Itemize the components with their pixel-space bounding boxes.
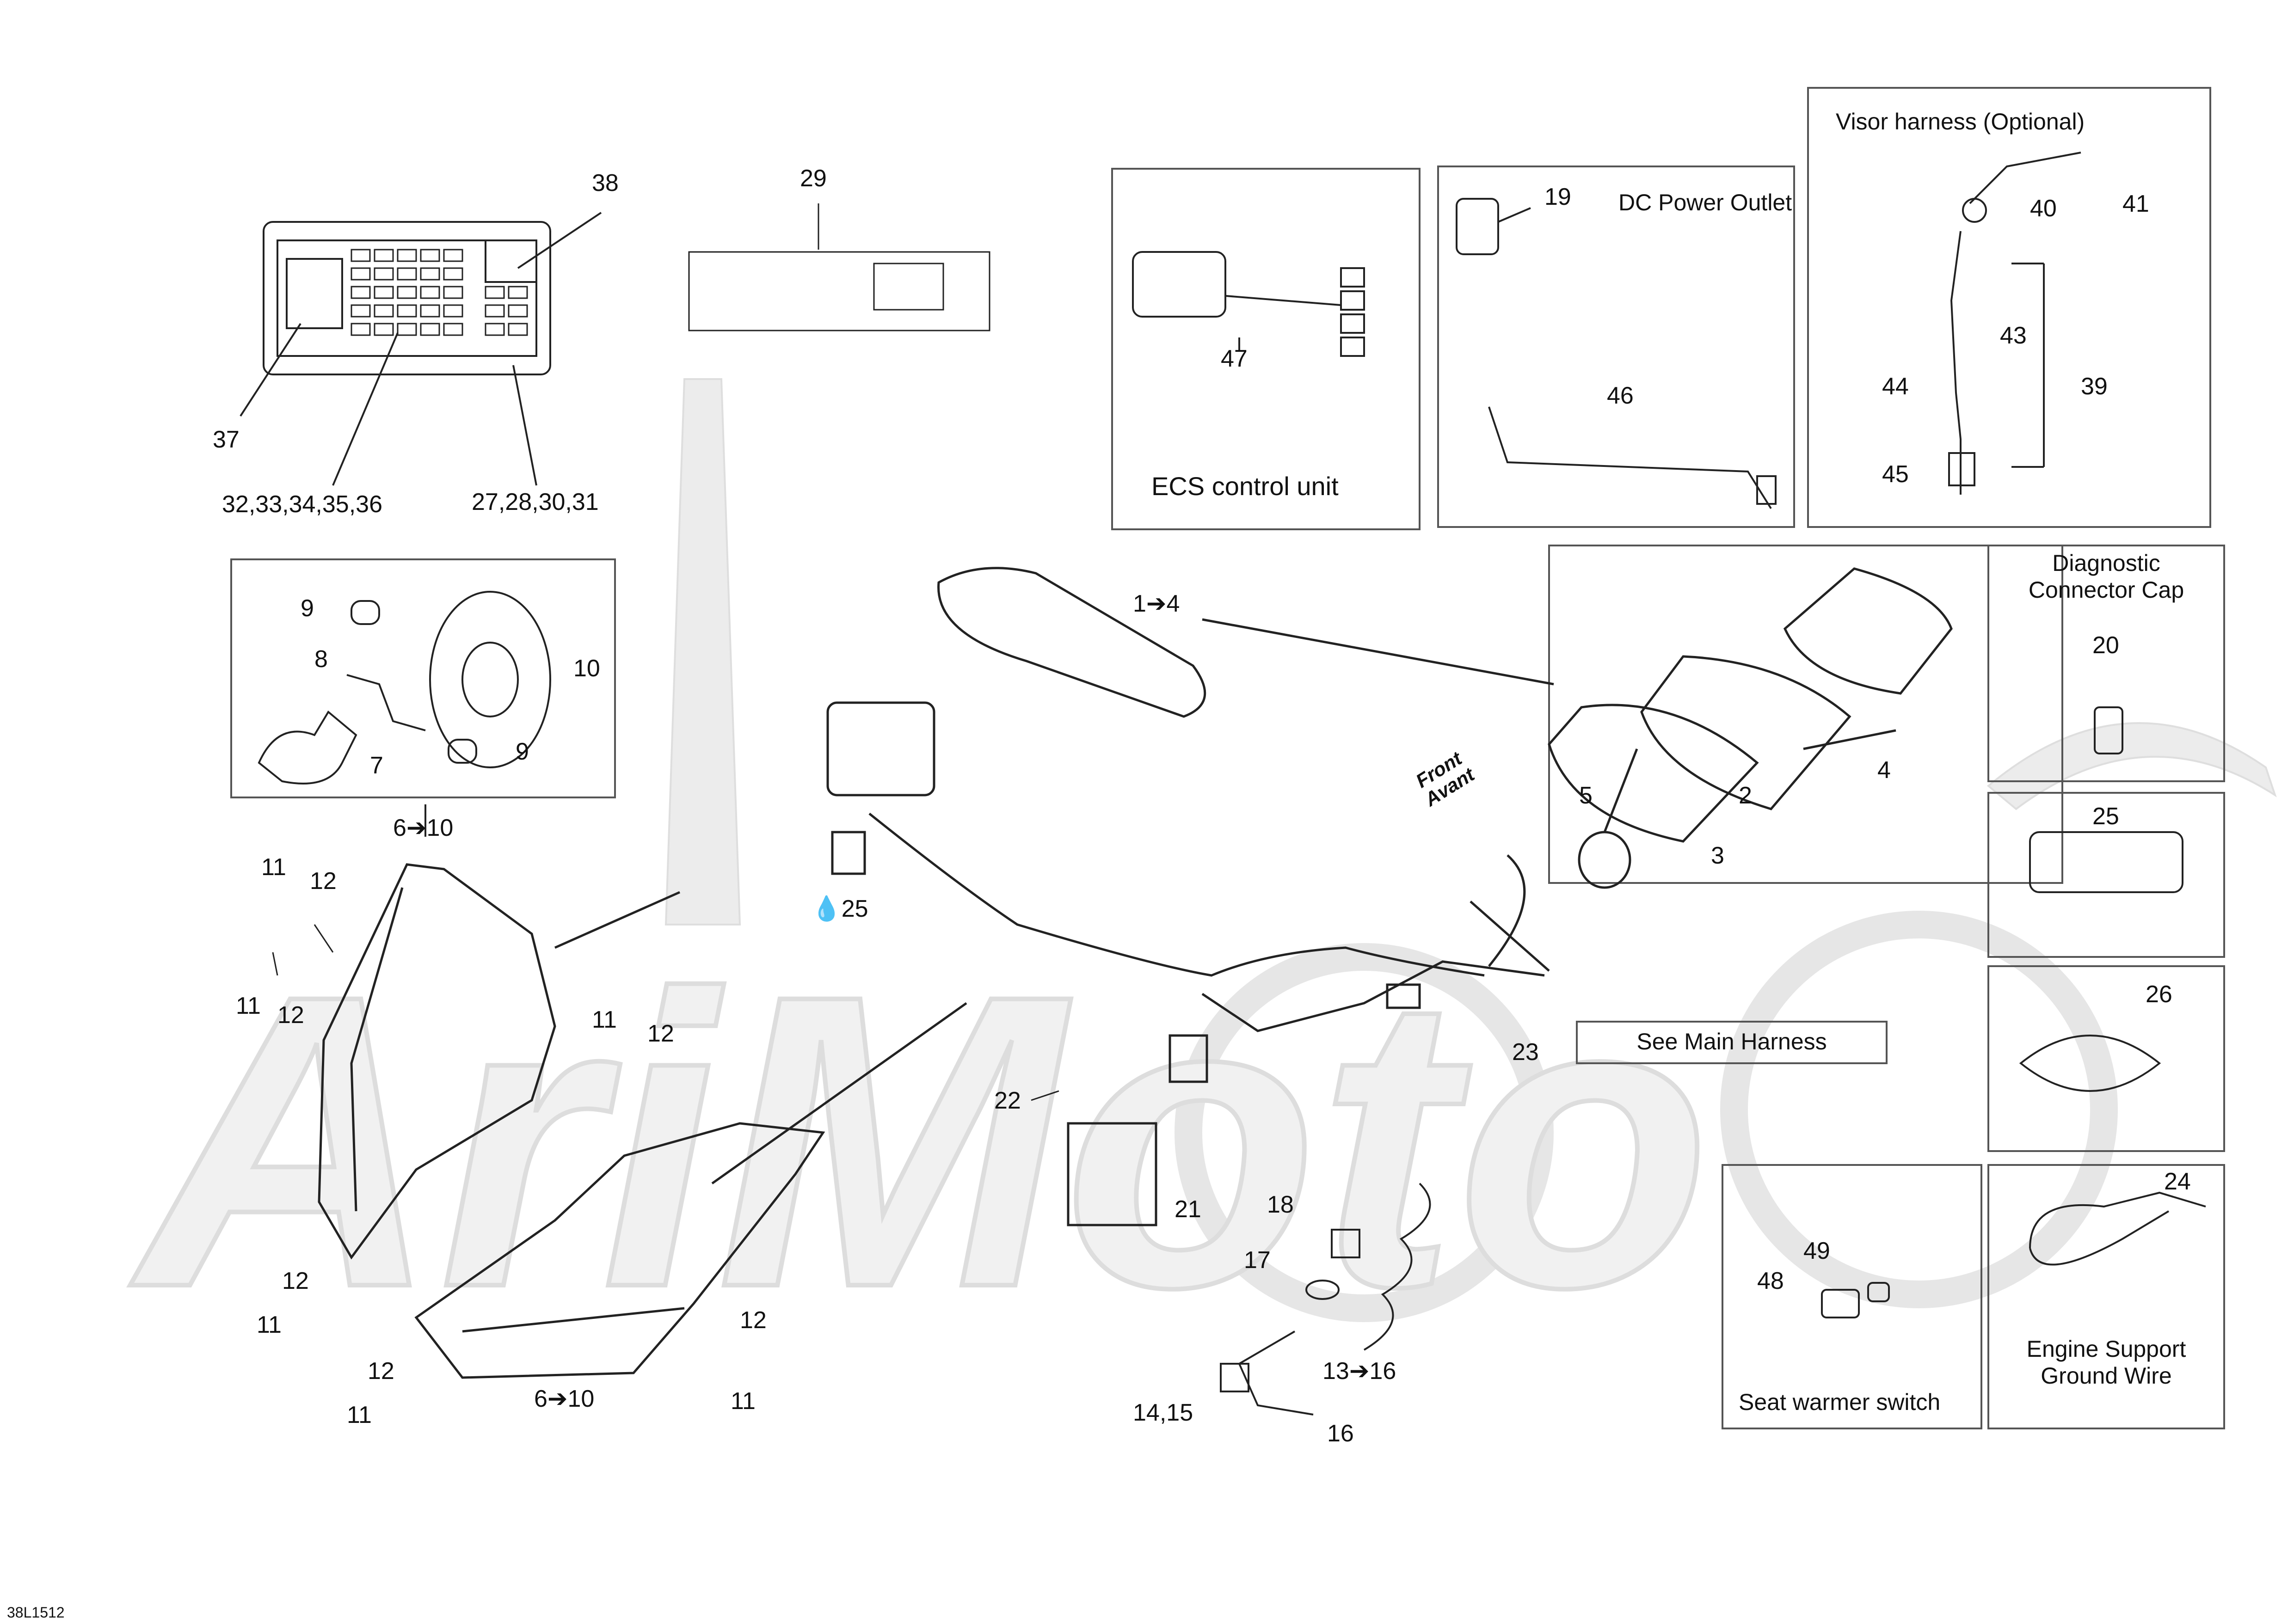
callout-5: 5: [1579, 782, 1593, 809]
callout-11-e: 11: [347, 1402, 372, 1428]
strap-box-frame: [1987, 965, 2225, 1152]
callout-16: 16: [1327, 1420, 1354, 1447]
svg-text:AriMoto: AriMoto: [126, 908, 1710, 1373]
callout-11-a: 11: [261, 854, 286, 881]
callout-2: 2: [1739, 782, 1752, 809]
callout-46: 46: [1607, 382, 1634, 409]
callout-22: 22: [994, 1087, 1021, 1114]
callout-1-4: 1➔4: [1133, 590, 1180, 617]
callout-12-c: 12: [647, 1020, 674, 1047]
callout-25-box: 25: [2092, 803, 2119, 830]
callout-40: 40: [2030, 195, 2057, 222]
callout-19: 19: [1544, 184, 1571, 210]
watermark-logo: AriMoto: [123, 378, 2277, 1376]
callout-47: 47: [1221, 345, 1248, 372]
seat-warmer-box-frame: [1722, 1164, 1982, 1429]
ground-wire-box-frame: [1987, 1164, 2225, 1429]
bulb-kit: [258, 591, 551, 837]
frame-boxes: [230, 87, 2225, 1429]
callout-3: 3: [1711, 842, 1724, 869]
fuse-box: [240, 212, 602, 486]
dc-outlet: [1456, 198, 1777, 509]
see-main-harness-frame: [1576, 1021, 1888, 1064]
callout-6-10-bottom: 6➔10: [534, 1385, 595, 1412]
callout-9-bottom: 9: [516, 738, 529, 765]
callout-13-16: 13➔16: [1322, 1358, 1396, 1385]
callout-45: 45: [1882, 461, 1909, 488]
callout-32-36: 32,33,34,35,36: [222, 491, 382, 518]
callout-8: 8: [314, 646, 328, 673]
callout-48: 48: [1757, 1268, 1784, 1294]
main-harness: [826, 567, 1554, 1226]
diag-cap-box-frame: [1987, 545, 2225, 782]
callout-38: 38: [592, 170, 619, 196]
gauge-box-frame: [1548, 545, 2063, 884]
dc-outlet-title: DC Power Outlet: [1618, 190, 1792, 215]
seat-switch: [1821, 1282, 1890, 1318]
visor-harness-title: Visor harness (Optional): [1836, 109, 2085, 135]
callout-7: 7: [370, 752, 383, 779]
callout-12-a: 12: [310, 868, 337, 895]
callout-10: 10: [573, 655, 600, 682]
callout-29: 29: [800, 165, 827, 192]
fuse-label-decal: [688, 203, 990, 331]
diag-cap-title: Diagnostic Connector Cap: [2028, 550, 2184, 603]
right-headlight: [414, 1002, 967, 1379]
left-headlight: [318, 863, 681, 1260]
page-code: 38L1512: [7, 1604, 65, 1621]
callout-25-grease: 💧25: [812, 895, 868, 922]
tether-cord: [1220, 1183, 1431, 1416]
dc-outlet-box-frame: [1437, 165, 1795, 528]
visor-harness: [1948, 152, 2081, 495]
callout-18: 18: [1267, 1191, 1294, 1218]
headlight-bulb-box-frame: [230, 558, 616, 798]
callout-12-b: 12: [277, 1002, 304, 1029]
grease-box-frame: [1987, 792, 2225, 958]
ecs-title: ECS control unit: [1151, 472, 1339, 501]
visor-box-frame: [1807, 87, 2211, 528]
seat-warmer-title: Seat warmer switch: [1739, 1389, 1941, 1415]
callout-17: 17: [1244, 1247, 1271, 1274]
callout-49: 49: [1803, 1238, 1830, 1264]
callout-37: 37: [213, 426, 240, 453]
callout-11-f: 11: [731, 1388, 756, 1415]
callout-44: 44: [1882, 373, 1909, 400]
gauge-components: [1548, 567, 1953, 889]
callout-11-d: 11: [257, 1311, 282, 1338]
callout-39: 39: [2081, 373, 2108, 400]
callout-26: 26: [2146, 981, 2172, 1008]
callout-11-c: 11: [592, 1006, 617, 1033]
callout-27-31: 27,28,30,31: [472, 489, 599, 515]
callout-12-f: 12: [740, 1307, 767, 1334]
callout-21: 21: [1175, 1196, 1201, 1223]
ecs-unit: [1132, 251, 1365, 357]
leader-lines: [272, 924, 1059, 1101]
ecs-box-frame: [1111, 168, 1421, 530]
callout-6-10-top: 6➔10: [393, 815, 454, 841]
callout-11-b: 11: [236, 993, 261, 1019]
callout-25-grease-text: 25: [841, 895, 868, 922]
callout-20: 20: [2092, 632, 2119, 659]
callout-14-15: 14,15: [1133, 1399, 1193, 1426]
callout-23: 23: [1512, 1039, 1539, 1066]
callout-41: 41: [2122, 190, 2149, 217]
callout-43: 43: [2000, 322, 2027, 349]
small-parts: [2019, 706, 2206, 1266]
callout-12-e: 12: [368, 1358, 394, 1385]
ground-wire-title: Engine Support Ground Wire: [2026, 1336, 2186, 1389]
see-main-harness-title: See Main Harness: [1636, 1029, 1827, 1054]
callout-4: 4: [1877, 757, 1891, 784]
callout-24: 24: [2164, 1168, 2191, 1195]
callout-12-d: 12: [282, 1268, 309, 1294]
callout-9-top: 9: [301, 595, 314, 622]
